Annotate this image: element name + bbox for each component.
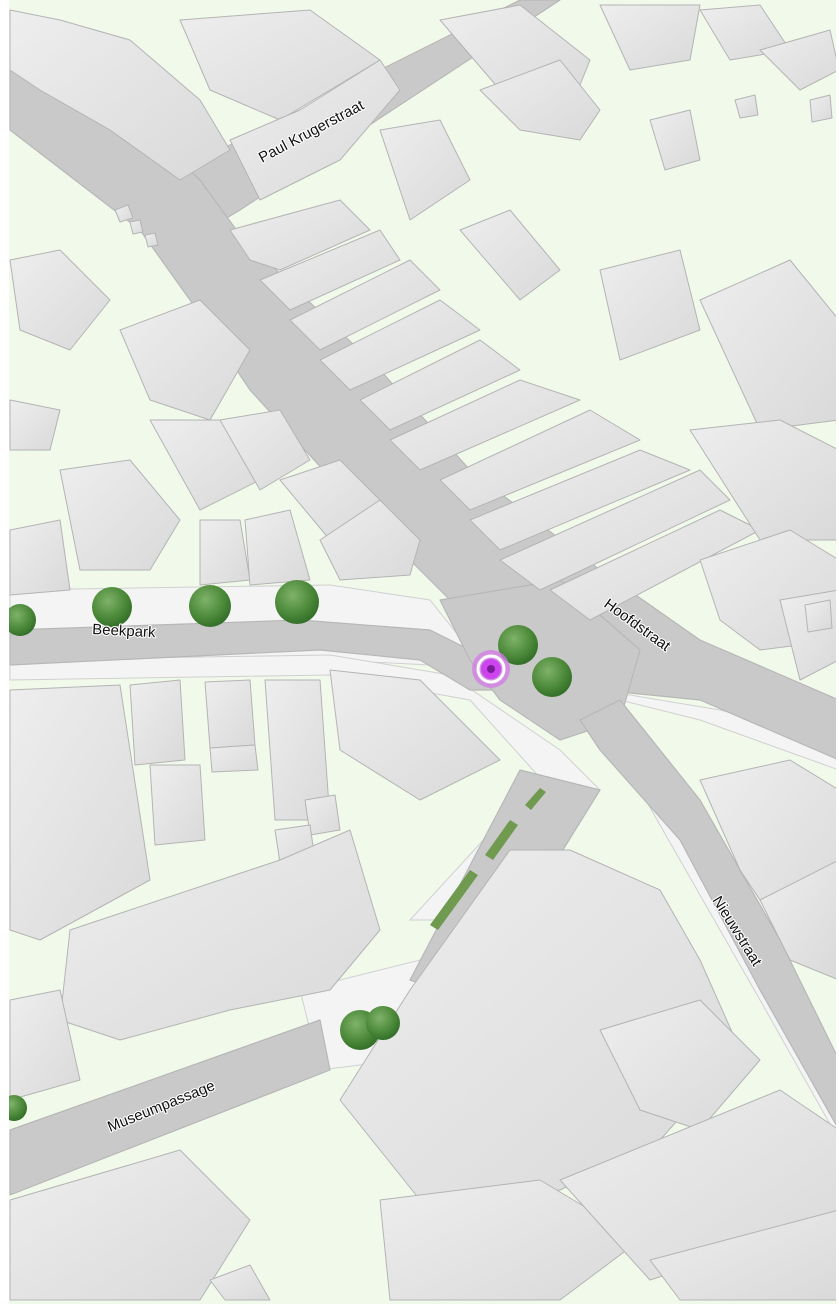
tree: [4, 604, 36, 636]
location-marker-icon[interactable]: [472, 650, 510, 688]
map-frame-left: [0, 0, 9, 1310]
buildings: [9, 4, 839, 1301]
tree: [498, 625, 538, 665]
tree: [189, 585, 231, 627]
tree: [366, 1006, 400, 1040]
street-label-beekpark: Beekpark: [92, 621, 157, 641]
map-frame-right: [836, 0, 839, 1310]
map-frame-bottom: [0, 1304, 839, 1310]
tree: [532, 657, 572, 697]
tree: [275, 580, 319, 624]
green-strips: [430, 788, 546, 930]
tree: [92, 587, 132, 627]
